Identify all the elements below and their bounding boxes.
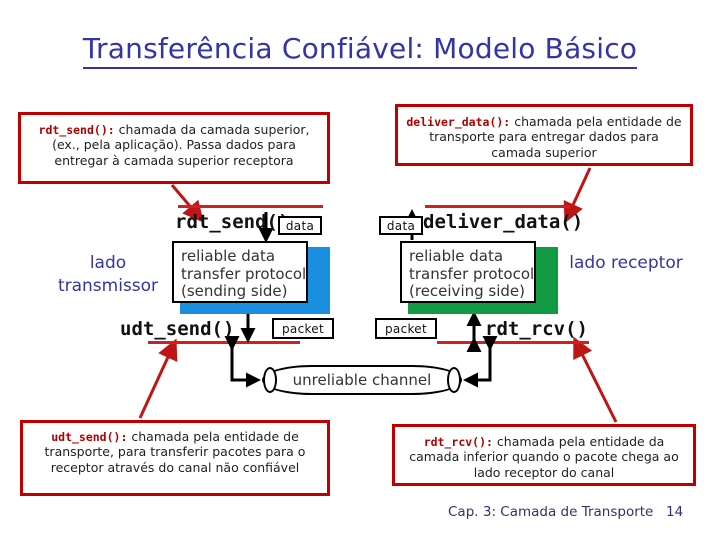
- callout-rdt-send-code: rdt_send():: [38, 123, 115, 137]
- protocol-box-sending-body: reliable data transfer protocol (sending…: [172, 241, 309, 304]
- label-receiver-side: lado receptor: [569, 253, 683, 273]
- protocol-box-receiving: reliable data transfer protocol (receivi…: [400, 241, 558, 314]
- callout-deliver-data-code: deliver_data():: [406, 115, 511, 129]
- callout-rdt-send: rdt_send(): chamada da camada superior, …: [18, 112, 330, 184]
- footer-page-number: 14: [666, 504, 684, 520]
- protocol-receiving-line-3: (receiving side): [409, 282, 525, 301]
- callout-deliver-data: deliver_data(): chamada pela entidade de…: [395, 104, 693, 166]
- protocol-sending-line-3: (sending side): [181, 282, 288, 301]
- page-title: Transferência Confiável: Modelo Básico: [0, 32, 720, 69]
- api-label-deliver-data: deliver_data(): [423, 211, 584, 233]
- footer-chapter-text: Cap. 3: Camada de Transporte: [448, 504, 654, 520]
- api-label-udt-send: udt_send(): [120, 318, 235, 340]
- unreliable-channel-label: unreliable channel: [292, 371, 432, 389]
- label-sender-side: lado transmissor: [57, 253, 159, 296]
- callout-udt-send-code: udt_send():: [51, 430, 128, 444]
- callout-rdt-rcv: rdt_rcv(): chamada pela entidade da cama…: [392, 424, 696, 486]
- page-title-text: Transferência Confiável: Modelo Básico: [82, 32, 638, 69]
- api-label-rdt-send: rdt_send(): [175, 211, 290, 233]
- callout-deliver-data-text: chamada pela entidade de transporte para…: [429, 114, 682, 160]
- unreliable-channel-cylinder: unreliable channel: [262, 365, 462, 395]
- protocol-receiving-line-2: transfer protocol: [409, 264, 535, 283]
- channel-cap-right: [447, 367, 461, 393]
- callout-udt-send: udt_send(): chamada pela entidade de tra…: [20, 420, 330, 496]
- chip-packet-sender: packet: [272, 318, 334, 339]
- channel-cap-left: [263, 367, 277, 393]
- protocol-box-sending: reliable data transfer protocol (sending…: [172, 241, 330, 314]
- protocol-sending-line-2: transfer protocol: [181, 264, 307, 283]
- callout-rdt-rcv-code: rdt_rcv():: [423, 435, 493, 449]
- chip-data-receiver: data: [379, 216, 423, 235]
- protocol-receiving-line-1: reliable data: [409, 247, 504, 265]
- api-label-rdt-rcv: rdt_rcv(): [485, 318, 588, 340]
- protocol-sending-line-1: reliable data: [181, 247, 276, 265]
- protocol-box-receiving-body: reliable data transfer protocol (receivi…: [400, 241, 537, 304]
- chip-data-sender: data: [278, 216, 322, 235]
- callout-udt-send-text: chamada pela entidade de transporte, par…: [44, 429, 306, 475]
- callout-rdt-rcv-text: chamada pela entidade da camada inferior…: [409, 434, 679, 480]
- callout-rdt-send-text: chamada da camada superior, (ex., pela a…: [52, 122, 310, 168]
- chip-packet-receiver: packet: [375, 318, 437, 339]
